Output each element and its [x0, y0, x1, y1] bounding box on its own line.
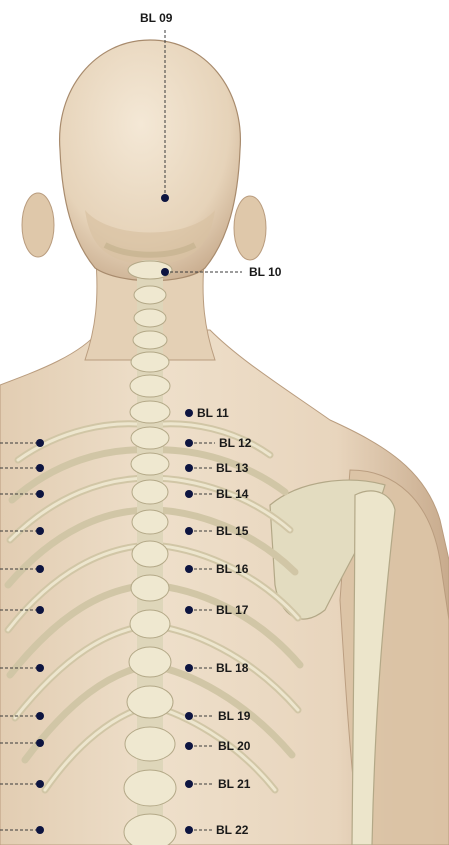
point-label-bl21: BL 21 — [218, 777, 251, 791]
point-marker-bl09 — [161, 194, 169, 202]
point-marker-bl18-left — [36, 664, 44, 672]
point-marker-bl22-right — [185, 826, 193, 834]
point-marker-bl22-left — [36, 826, 44, 834]
point-marker-bl15-left — [36, 527, 44, 535]
point-marker-bl12-left — [36, 439, 44, 447]
point-label-bl19: BL 19 — [218, 709, 251, 723]
head — [22, 40, 266, 281]
point-label-bl11: BL 11 — [197, 406, 229, 420]
point-marker-bl14-left — [36, 490, 44, 498]
point-label-bl14: BL 14 — [216, 487, 249, 501]
point-marker-bl21-right — [185, 780, 193, 788]
point-marker-bl16-left — [36, 565, 44, 573]
point-marker-bl17-left — [36, 606, 44, 614]
point-label-bl18: BL 18 — [216, 661, 249, 675]
point-label-bl17: BL 17 — [216, 603, 249, 617]
point-marker-bl15-right — [185, 527, 193, 535]
point-marker-bl19-left — [36, 712, 44, 720]
point-label-bl22: BL 22 — [216, 823, 249, 837]
point-marker-bl13-left — [36, 464, 44, 472]
point-marker-bl20-left — [36, 739, 44, 747]
point-marker-bl10 — [161, 268, 169, 276]
point-label-bl20: BL 20 — [218, 739, 251, 753]
point-label-bl15: BL 15 — [216, 524, 249, 538]
point-label-bl09: BL 09 — [140, 11, 173, 25]
point-label-bl10: BL 10 — [249, 265, 282, 279]
point-marker-bl20-right — [185, 742, 193, 750]
point-marker-bl14-right — [185, 490, 193, 498]
point-marker-bl13-right — [185, 464, 193, 472]
point-marker-bl21-left — [36, 780, 44, 788]
point-marker-bl18-right — [185, 664, 193, 672]
point-marker-bl11 — [185, 409, 193, 417]
point-label-bl13: BL 13 — [216, 461, 249, 475]
point-marker-bl19-right — [185, 712, 193, 720]
point-label-bl16: BL 16 — [216, 562, 249, 576]
point-label-bl12: BL 12 — [219, 436, 252, 450]
point-marker-bl16-right — [185, 565, 193, 573]
point-marker-bl12-right — [185, 439, 193, 447]
point-marker-bl17-right — [185, 606, 193, 614]
